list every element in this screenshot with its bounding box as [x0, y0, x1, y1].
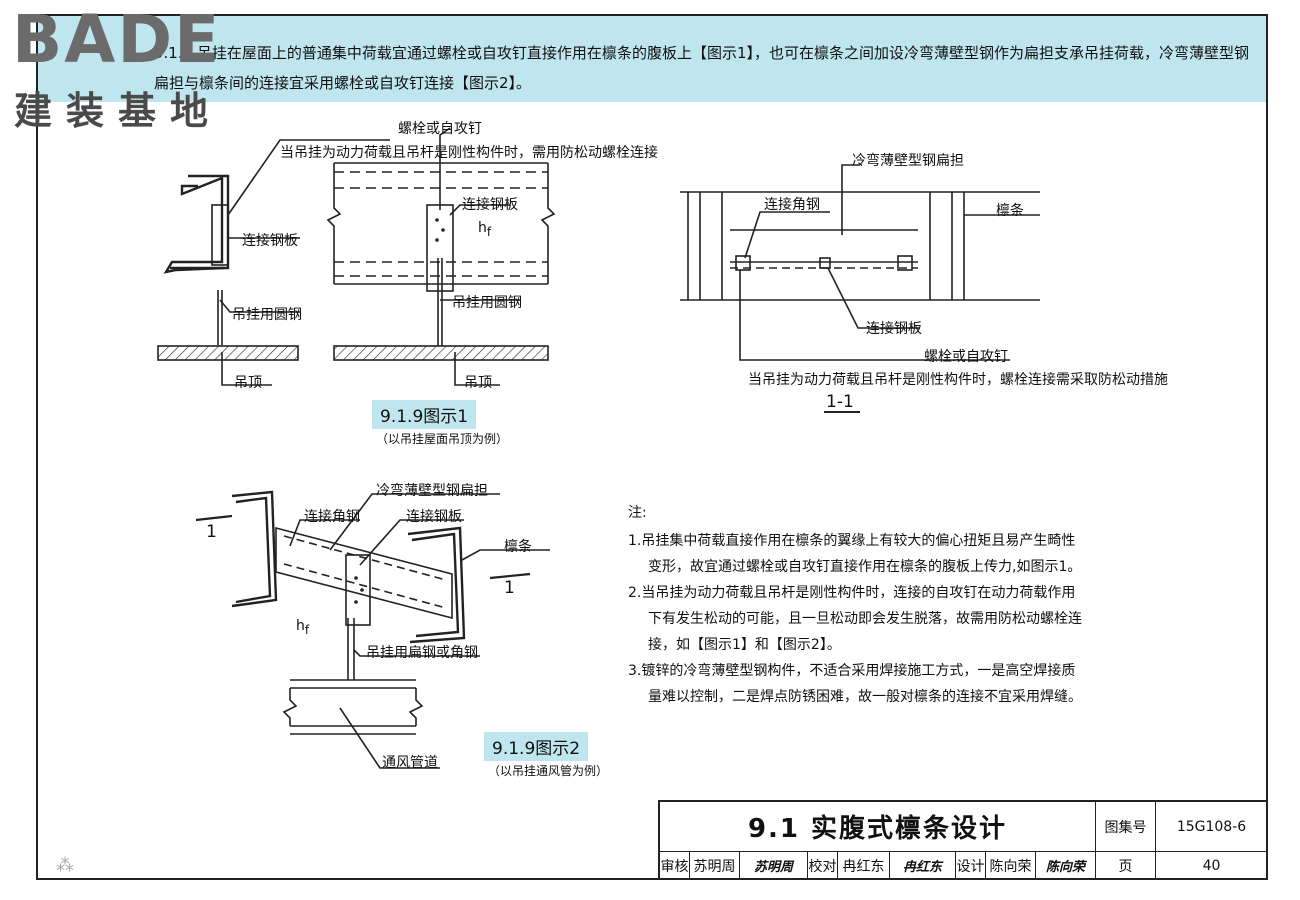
- notes-block: 注: 1.吊挂集中荷载直接作用在檩条的翼缘上有较大的偏心扭矩且易产生畸性 变形，…: [628, 500, 1248, 710]
- drawing-frame: [36, 14, 1268, 880]
- drawing-title: 9.1 实腹式檩条设计: [660, 802, 1096, 852]
- fig1-ceiling-left: [157, 345, 299, 361]
- clause-banner: 9.1.9 吊挂在屋面上的普通集中荷载宜通过螺栓或自攻钉直接作用在檩条的腹板上【…: [36, 14, 1268, 102]
- title-block: 9.1 实腹式檩条设计 图集号 15G108-6 审核 苏明周 苏明周 校对 冉…: [658, 800, 1268, 880]
- bade-logo: BADE 建装基地: [12, 1, 262, 134]
- note-1: 1.吊挂集中荷载直接作用在檩条的翼缘上有较大的偏心扭矩且易产生畸性: [628, 533, 1076, 549]
- note-2-cont-2: 接，如【图示1】和【图示2】。: [648, 637, 841, 653]
- fig1-bolt-label: 螺栓或自攻钉: [398, 121, 482, 137]
- clause-text: 9.1.9 吊挂在屋面上的普通集中荷载宜通过螺栓或自攻钉直接作用在檩条的腹板上【…: [154, 44, 1249, 92]
- checker-signature: 冉红东: [890, 852, 956, 880]
- fig2-subtitle: （以吊挂通风管为例）: [488, 764, 609, 778]
- fig1-rod-right-label: 吊挂用圆钢: [452, 295, 522, 311]
- fig1-title: 9.1.9图示1: [372, 400, 477, 429]
- note-1-cont: 变形，故宜通过螺栓或自攻钉直接作用在檩条的腹板上传力,如图示1。: [648, 559, 1082, 575]
- fig2-weld-symbol: hf: [296, 618, 309, 637]
- logo-latin: BADE: [12, 1, 222, 78]
- designer-name: 陈向荣: [986, 852, 1036, 880]
- fig2-hanger-label: 吊挂用扁钢或角钢: [366, 645, 478, 661]
- fig1-ceiling-left-label: 吊顶: [234, 375, 262, 391]
- fig2-angle-label: 连接角钢: [304, 509, 360, 525]
- section-plate-label: 连接钢板: [866, 321, 922, 337]
- review-label: 审核: [660, 852, 690, 880]
- atlas-number: 15G108-6: [1156, 802, 1268, 852]
- fig2-cut-right: 1: [504, 578, 515, 598]
- note-3-cont: 量难以控制，二是焊点防锈困难，故一般对檩条的连接不宜采用焊缝。: [648, 689, 1082, 705]
- page-number: 40: [1156, 852, 1268, 880]
- checker-name: 冉红东: [838, 852, 890, 880]
- reviewer-name: 苏明周: [690, 852, 740, 880]
- fig1-anti-loose-note: 当吊挂为动力荷载且吊杆是刚性构件时，需用防松动螺栓连接: [280, 145, 658, 161]
- note-2: 2.当吊挂为动力荷载且吊杆是刚性构件时，连接的自攻钉在动力荷载作用: [628, 585, 1076, 601]
- note-3: 3.镀锌的冷弯薄壁型钢构件，不适合采用焊接施工方式，一是高空焊接质: [628, 663, 1076, 679]
- fig2-purlin-label: 檩条: [504, 539, 532, 555]
- reviewer-signature: 苏明周: [740, 852, 808, 880]
- fig1-ceiling-right: [333, 345, 549, 361]
- designer-signature: 陈向荣: [1036, 852, 1096, 880]
- fig2-title: 9.1.9图示2: [484, 732, 589, 761]
- section-purlin-label: 檩条: [996, 203, 1024, 219]
- design-label: 设计: [956, 852, 986, 880]
- fig1-weld-f: f: [486, 224, 492, 239]
- section-1-1: [680, 191, 1040, 301]
- section-angle-label: 连接角钢: [764, 197, 820, 213]
- atlas-label: 图集号: [1096, 802, 1156, 852]
- fig2-weld-f: f: [304, 622, 310, 637]
- page-label: 页: [1096, 852, 1156, 880]
- notes-heading: 注:: [628, 505, 647, 521]
- fig2-assembly: [231, 490, 466, 735]
- fig2-carrier-label: 冷弯薄壁型钢扁担: [376, 483, 488, 499]
- section-title: 1-1: [826, 392, 854, 412]
- section-note: 当吊挂为动力荷载且吊杆是刚性构件时，螺栓连接需采取防松动措施: [748, 372, 1168, 388]
- logo-chinese: 建装基地: [14, 89, 223, 133]
- fig2-plate-label: 连接钢板: [406, 509, 462, 525]
- fig2-duct-label: 通风管道: [382, 755, 438, 771]
- fig1-purlin-section: [163, 174, 230, 345]
- fig1-weld-symbol: hf: [478, 220, 491, 239]
- fig2-weld-h: h: [296, 618, 305, 634]
- fig1-rod-left-label: 吊挂用圆钢: [232, 307, 302, 323]
- fig1-weld-h: h: [478, 220, 487, 236]
- fig1-purlin-elevation: [326, 162, 556, 346]
- check-label: 校对: [808, 852, 838, 880]
- fig1-ceiling-right-label: 吊顶: [464, 375, 492, 391]
- fig1-subtitle: （以吊挂屋面吊顶为例）: [376, 432, 509, 446]
- note-2-cont-1: 下有发生松动的可能，且一旦松动即会发生脱落，故需用防松动螺栓连: [648, 611, 1082, 627]
- corner-mark-icon: ⁂: [56, 855, 74, 876]
- fig2-cut-left: 1: [206, 522, 217, 542]
- section-bolt-label: 螺栓或自攻钉: [924, 349, 1008, 365]
- section-carrier-label: 冷弯薄壁型钢扁担: [852, 153, 964, 169]
- fig1-plate-left-label: 连接钢板: [242, 233, 298, 249]
- fig1-plate-right-label: 连接钢板: [462, 197, 518, 213]
